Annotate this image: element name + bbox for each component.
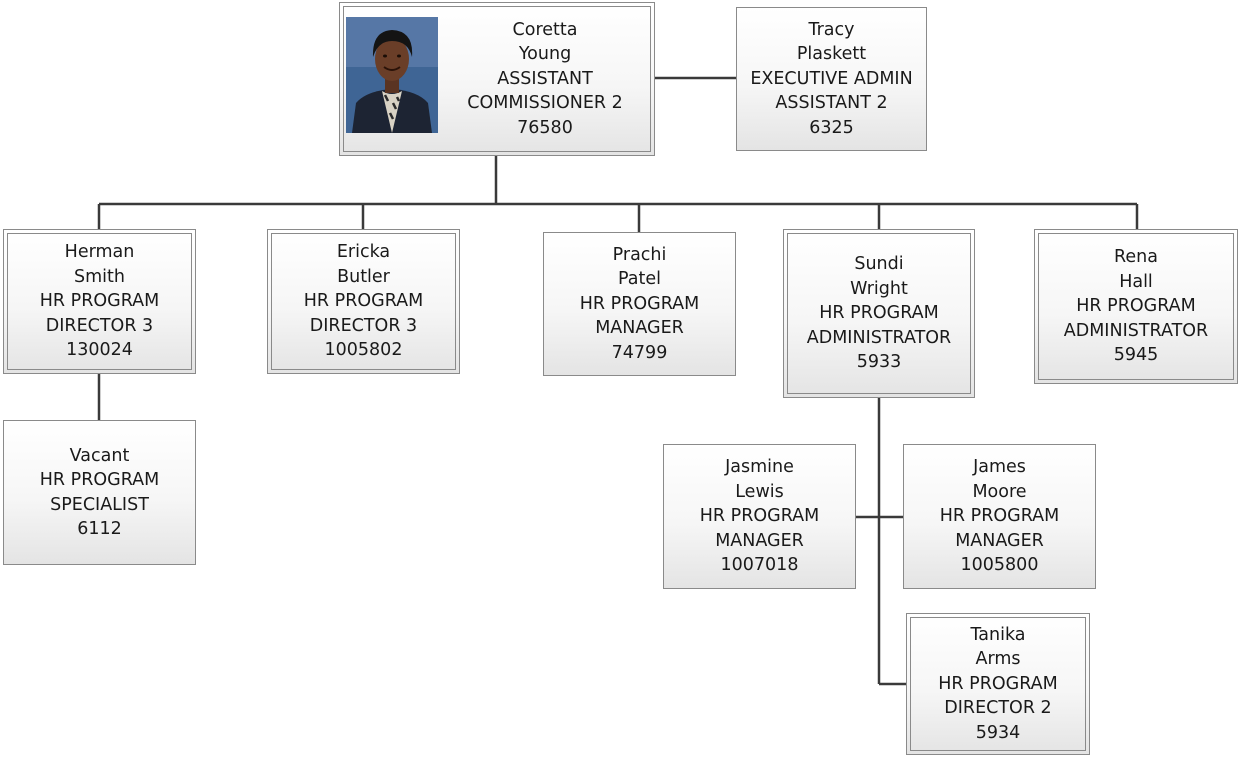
- node-position-number: 1007018: [720, 555, 799, 576]
- node-last-name: Butler: [337, 266, 390, 287]
- node-tracy-plaskett[interactable]: Tracy Plaskett EXECUTIVE ADMIN ASSISTANT…: [736, 7, 927, 151]
- node-title-line-1: EXECUTIVE ADMIN: [750, 68, 913, 89]
- node-last-name: Wright: [850, 278, 908, 299]
- node-vacant[interactable]: Vacant HR PROGRAM SPECIALIST 6112: [3, 420, 196, 565]
- node-first-name: Herman: [64, 242, 135, 263]
- node-title-line-2: ADMINISTRATOR: [1063, 320, 1209, 341]
- node-first-name: Ericka: [336, 242, 391, 263]
- node-title-line-1: HR PROGRAM: [939, 506, 1060, 527]
- node-title-line-2: SPECIALIST: [50, 494, 149, 515]
- node-title-line-1: HR PROGRAM: [938, 673, 1058, 694]
- node-first-name: James: [973, 457, 1026, 478]
- node-title-line-2: MANAGER: [595, 318, 684, 339]
- node-position-number: 130024: [66, 340, 133, 361]
- node-sundi-wright[interactable]: Sundi Wright HR PROGRAM ADMINISTRATOR 59…: [783, 229, 975, 398]
- node-last-name: Smith: [74, 266, 125, 287]
- node-first-name: Coretta: [512, 19, 578, 40]
- node-title-line-1: HR PROGRAM: [1076, 296, 1196, 317]
- node-rena-hall[interactable]: Rena Hall HR PROGRAM ADMINISTRATOR 5945: [1034, 229, 1238, 384]
- node-title-line-1: HR PROGRAM: [819, 303, 939, 324]
- node-position-number: 6325: [809, 117, 854, 138]
- node-last-name: Patel: [618, 269, 661, 290]
- node-last-name: Arms: [975, 649, 1021, 670]
- node-title-line-1: HR PROGRAM: [303, 291, 424, 312]
- node-position-number: 74799: [611, 342, 668, 363]
- node-position-number: 5933: [856, 352, 902, 373]
- node-title-line-1: HR PROGRAM: [699, 506, 820, 527]
- node-last-name: Young: [518, 44, 572, 65]
- node-title-line-2: MANAGER: [955, 530, 1044, 551]
- node-position-number: 5934: [975, 722, 1021, 743]
- node-title-line-2: COMMISSIONER 2: [467, 93, 623, 114]
- node-title-line-2: ADMINISTRATOR: [806, 327, 952, 348]
- node-first-name: Jasmine: [725, 457, 794, 478]
- node-first-name: Rena: [1114, 247, 1158, 268]
- node-last-name: Plaskett: [796, 44, 867, 65]
- node-last-name: Moore: [972, 481, 1027, 502]
- node-coretta-young[interactable]: Coretta Young ASSISTANT COMMISSIONER 2 7…: [339, 2, 655, 156]
- node-title-line-2: DIRECTOR 3: [309, 315, 418, 336]
- node-first-name: Sundi: [854, 254, 904, 275]
- node-position-number: 6112: [77, 519, 122, 539]
- node-first-name: Vacant: [69, 445, 130, 466]
- node-first-name: Prachi: [612, 244, 667, 265]
- node-title-line-2: MANAGER: [715, 530, 804, 551]
- node-position-number: 5945: [1113, 345, 1159, 366]
- node-tanika-arms[interactable]: Tanika Arms HR PROGRAM DIRECTOR 2 5934: [906, 613, 1090, 755]
- node-first-name: Tracy: [808, 19, 855, 40]
- node-last-name: Lewis: [735, 481, 784, 502]
- node-position-number: 1005802: [324, 340, 403, 361]
- node-title-line-2: ASSISTANT 2: [775, 93, 888, 114]
- node-title-line-2: DIRECTOR 3: [45, 315, 154, 336]
- node-jasmine-lewis[interactable]: Jasmine Lewis HR PROGRAM MANAGER 1007018: [663, 444, 856, 589]
- node-ericka-butler[interactable]: Ericka Butler HR PROGRAM DIRECTOR 3 1005…: [267, 229, 460, 374]
- node-position-number: 76580: [517, 117, 573, 138]
- node-title-line-1: HR PROGRAM: [579, 293, 700, 314]
- node-title-line-2: DIRECTOR 2: [944, 698, 1052, 719]
- node-title-line-1: HR PROGRAM: [39, 291, 160, 312]
- node-last-name: Hall: [1119, 271, 1153, 292]
- node-position-number: 1005800: [960, 555, 1039, 576]
- node-prachi-patel[interactable]: Prachi Patel HR PROGRAM MANAGER 74799: [543, 232, 736, 376]
- profile-photo: [346, 17, 438, 133]
- node-title-line-1: ASSISTANT: [497, 68, 593, 89]
- node-title-line-1: HR PROGRAM: [39, 470, 160, 490]
- node-first-name: Tanika: [970, 624, 1026, 645]
- node-james-moore[interactable]: James Moore HR PROGRAM MANAGER 1005800: [903, 444, 1096, 589]
- node-herman-smith[interactable]: Herman Smith HR PROGRAM DIRECTOR 3 13002…: [3, 229, 196, 374]
